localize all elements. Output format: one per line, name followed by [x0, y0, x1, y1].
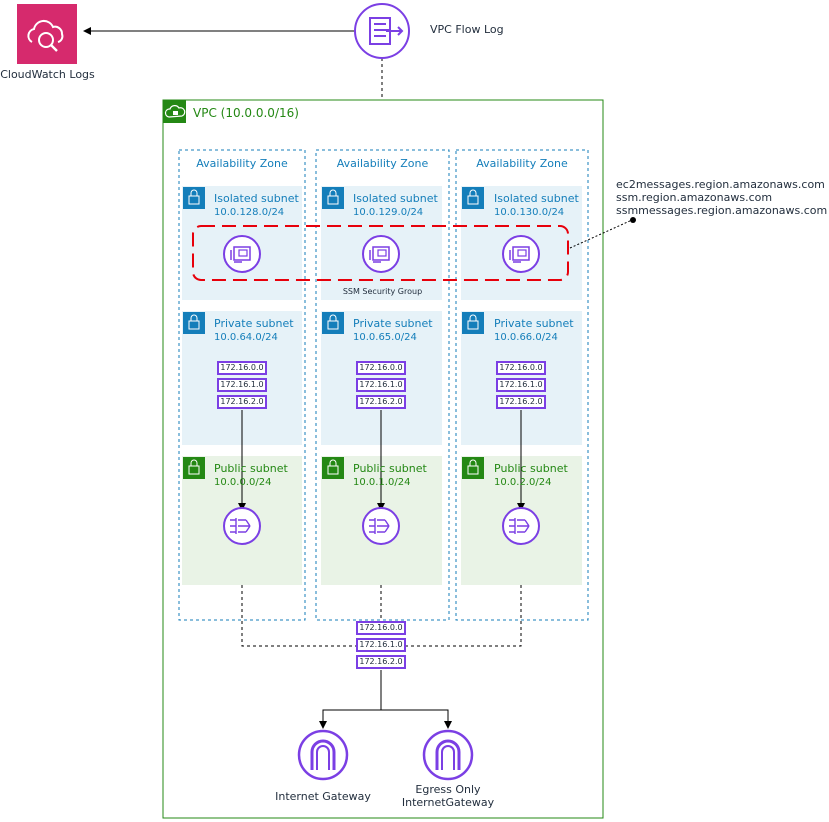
lock-icon: [462, 312, 484, 334]
internet-gateway-label: Internet Gateway: [275, 790, 371, 803]
private-subnet-cidr: 10.0.65.0/24: [353, 332, 417, 343]
vpc-endpoint-icon: [223, 235, 261, 273]
private-route-table-3: 172.16.0.0 172.16.1.0 172.16.2.0: [496, 361, 546, 412]
public-route-line: [406, 585, 522, 647]
public-subnet-title: Public subnet: [353, 462, 427, 475]
route-table-entry: 172.16.1.0: [217, 378, 267, 392]
endpoint-name: ssmmessages.region.amazonaws.com: [616, 204, 828, 217]
private-subnet-cidr: 10.0.66.0/24: [494, 332, 558, 343]
igw-route-arrow: [319, 670, 382, 729]
public-subnet-title: Public subnet: [214, 462, 288, 475]
egress-only-internet-gateway-icon: [422, 729, 474, 781]
egress-only-internet-gateway-label: Egress Only InternetGateway: [388, 783, 508, 809]
vpc-endpoint-icon: [502, 235, 540, 273]
endpoint-name: ssm.region.amazonaws.com: [616, 191, 773, 204]
ssm-security-group-label: SSM Security Group: [342, 287, 423, 296]
public-subnet-title: Public subnet: [494, 462, 568, 475]
isolated-subnet-cidr: 10.0.128.0/24: [214, 207, 285, 218]
az-title: Availability Zone: [476, 157, 568, 170]
vpc-container: [162, 99, 604, 819]
public-subnet-cidr: 10.0.0.0/24: [214, 477, 272, 488]
lock-icon: [322, 187, 344, 209]
isolated-subnet-title: Isolated subnet: [353, 192, 438, 205]
private-subnet-cidr: 10.0.64.0/24: [214, 332, 278, 343]
isolated-subnet-cidr: 10.0.130.0/24: [494, 207, 565, 218]
az-title: Availability Zone: [336, 157, 429, 170]
lock-icon: [462, 187, 484, 209]
route-table-entry: 172.16.1.0: [496, 378, 546, 392]
lock-icon: [462, 457, 484, 479]
public-subnet-cidr: 10.0.2.0/24: [494, 477, 552, 488]
lock-icon: [183, 312, 205, 334]
eigw-label-line: InternetGateway: [401, 796, 495, 809]
lock-icon: [322, 312, 344, 334]
route-table-entry: 172.16.0.0: [496, 361, 546, 375]
private-subnet-title: Private subnet: [494, 317, 574, 330]
internet-gateway-icon: [297, 729, 349, 781]
lock-icon: [183, 187, 205, 209]
isolated-subnet-title: Isolated subnet: [214, 192, 299, 205]
public-subnet-cidr: 10.0.1.0/24: [353, 477, 411, 488]
az-label-3: Availability Zone: [456, 157, 588, 170]
endpoint-annotation-dot: [630, 217, 636, 223]
eigw-label-line: Egress Only: [415, 783, 481, 796]
nat-gateway-icon: [502, 507, 540, 545]
nat-gateway-icon: [223, 507, 261, 545]
cloudwatch-logs-icon: [17, 4, 77, 64]
private-subnet-title: Private subnet: [214, 317, 294, 330]
ssm-security-group-box: [192, 225, 569, 281]
eigw-route-arrow: [381, 709, 452, 729]
route-table-entry: 172.16.1.0: [356, 378, 406, 392]
endpoint-list: ec2messages.region.amazonaws.com ssm.reg…: [616, 178, 827, 217]
route-table-entry: 172.16.2.0: [496, 395, 546, 409]
az-label-1: Availability Zone: [179, 157, 305, 170]
az-box-3: [455, 149, 589, 621]
endpoint-annotation-line: [569, 219, 633, 249]
route-table-entry: 172.16.0.0: [356, 621, 406, 635]
public-route-table: 172.16.0.0 172.16.1.0 172.16.2.0: [356, 621, 406, 672]
vpc-label: VPC (10.0.0.0/16): [193, 106, 299, 120]
route-table-entry: 172.16.2.0: [356, 655, 406, 669]
lock-icon: [183, 457, 205, 479]
az-label-2: Availability Zone: [316, 157, 449, 170]
az-box-2: [315, 149, 450, 621]
nat-gateway-icon: [362, 507, 400, 545]
private-route-table-2: 172.16.0.0 172.16.1.0 172.16.2.0: [356, 361, 406, 412]
vpc-flow-log-icon: [354, 3, 410, 59]
cloudwatch-logs-label: CloudWatch Logs: [0, 68, 95, 81]
private-subnet-title: Private subnet: [353, 317, 433, 330]
route-table-entry: 172.16.1.0: [356, 638, 406, 652]
vpc-cloud-lock-icon: [164, 105, 186, 118]
route-table-entry: 172.16.2.0: [356, 395, 406, 409]
private-route-table-1: 172.16.0.0 172.16.1.0 172.16.2.0: [217, 361, 267, 412]
az-title: Availability Zone: [196, 157, 288, 170]
route-table-entry: 172.16.0.0: [356, 361, 406, 375]
az-box-1: [178, 149, 306, 621]
route-table-entry: 172.16.2.0: [217, 395, 267, 409]
vpc-endpoint-icon: [362, 235, 400, 273]
public-route-line: [241, 585, 357, 647]
isolated-subnet-title: Isolated subnet: [494, 192, 579, 205]
endpoint-name: ec2messages.region.amazonaws.com: [616, 178, 825, 191]
isolated-subnet-cidr: 10.0.129.0/24: [353, 207, 424, 218]
lock-icon: [322, 457, 344, 479]
route-table-entry: 172.16.0.0: [217, 361, 267, 375]
vpc-flow-log-label: VPC Flow Log: [430, 23, 504, 36]
